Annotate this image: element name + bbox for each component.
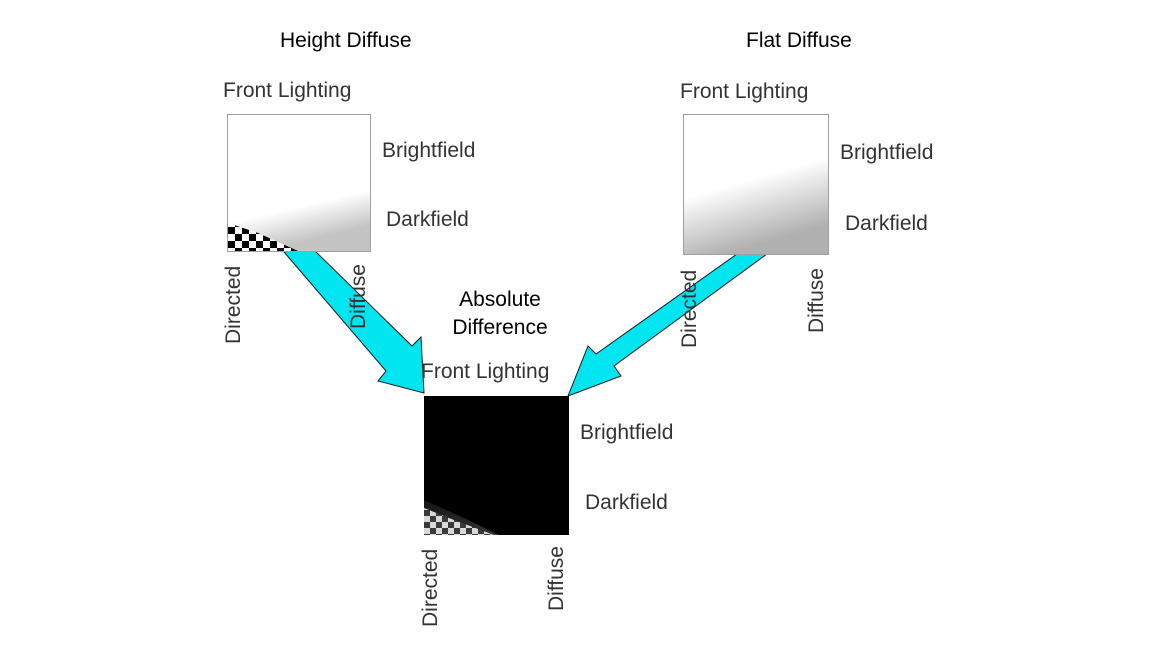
flat-front-lighting-label: Front Lighting [680,80,809,103]
absolute-difference-title: Absolute Difference [438,286,562,342]
height-darkfield-label: Darkfield [386,208,469,231]
difference-diffuse-axis-label: Diffuse [545,546,568,611]
difference-brightfield-label: Brightfield [580,421,674,444]
height-front-lighting-label: Front Lighting [223,79,352,102]
flat-darkfield-label: Darkfield [845,212,928,235]
flat-directed-label: Directed [678,269,701,348]
absolute-difference-title-line1: Absolute [459,288,541,311]
difference-directed-label: Directed [419,548,442,627]
flat-diffuse-render [684,115,828,254]
height-diffuse-render [228,115,370,251]
absolute-difference-render [424,396,569,535]
height-diffuse-image [227,114,371,252]
flat-diffuse-axis-label: Diffuse [805,268,828,333]
difference-front-lighting-label: Front Lighting [421,360,550,383]
flat-diffuse-image [683,114,829,255]
arrow-height-to-difference [283,247,425,394]
height-brightfield-label: Brightfield [382,139,476,162]
arrow-flat-to-difference [567,253,769,397]
absolute-difference-image [424,396,569,535]
absolute-difference-title-line2: Difference [452,316,548,339]
difference-darkfield-label: Darkfield [585,491,668,514]
flat-brightfield-label: Brightfield [840,141,934,164]
height-diffuse-title: Height Diffuse [280,29,412,52]
flat-diffuse-title: Flat Diffuse [746,29,852,52]
height-directed-label: Directed [222,265,245,344]
height-diffuse-axis-label: Diffuse [347,264,370,329]
